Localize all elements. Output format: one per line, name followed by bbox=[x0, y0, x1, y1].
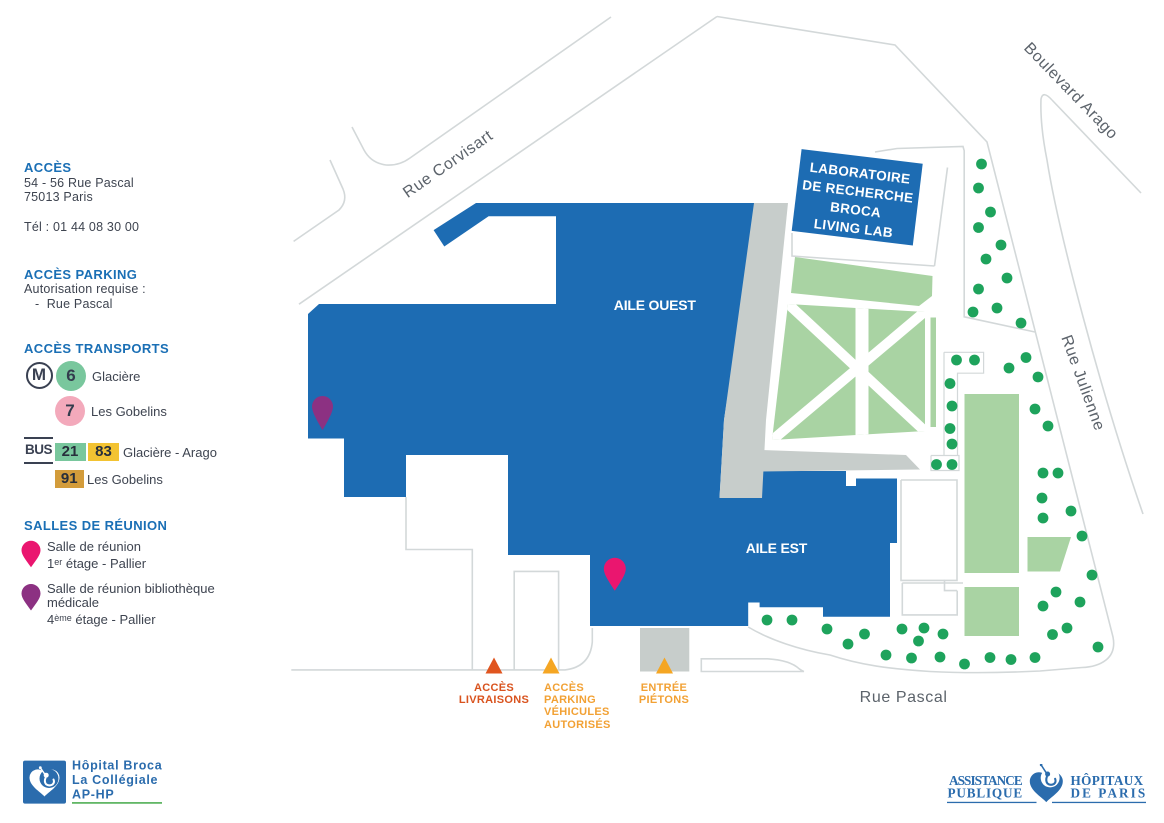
svg-text:Boulevard Arago: Boulevard Arago bbox=[1020, 40, 1121, 143]
svg-text:AILE EST: AILE EST bbox=[746, 540, 808, 556]
svg-text:PUBLIQUE: PUBLIQUE bbox=[948, 786, 1023, 801]
svg-text:HÔPITAUX: HÔPITAUX bbox=[1071, 773, 1144, 788]
svg-text:La Collégiale: La Collégiale bbox=[72, 773, 158, 787]
svg-text:AILE OUEST: AILE OUEST bbox=[614, 297, 697, 313]
svg-text:Rue Julienne: Rue Julienne bbox=[1057, 333, 1107, 433]
svg-text:AP-HP: AP-HP bbox=[72, 788, 114, 802]
svg-text:Hôpital Broca: Hôpital Broca bbox=[72, 760, 163, 773]
svg-text:ASSISTANCE: ASSISTANCE bbox=[949, 773, 1023, 788]
svg-text:Rue Pascal: Rue Pascal bbox=[860, 689, 948, 706]
svg-text:DE PARIS: DE PARIS bbox=[1071, 786, 1146, 801]
svg-text:BROCA: BROCA bbox=[829, 199, 881, 220]
svg-text:Rue Corvisart: Rue Corvisart bbox=[400, 127, 496, 202]
